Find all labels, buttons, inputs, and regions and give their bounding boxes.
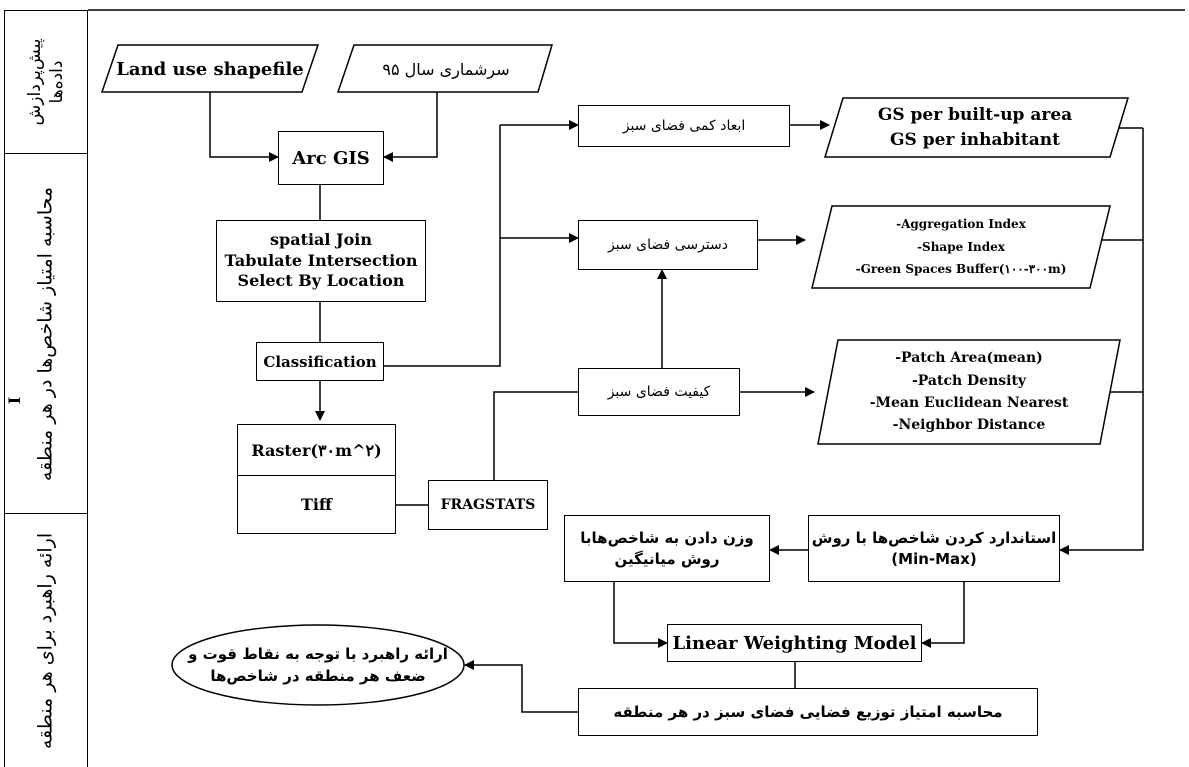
raster-label: Raster(۳۰m^۲) <box>251 440 382 460</box>
landuse-input: Land use shapefile <box>110 48 310 90</box>
access-output-line-2: -Shape Index <box>917 239 1005 254</box>
quant-output-shape <box>823 97 1130 158</box>
census-shape <box>336 44 554 93</box>
strategy-output: ارائه راهبرد با توجه به نقاط قوت و ضعف ه… <box>176 630 460 700</box>
quality-output-line-1: -Patch Area(mean) <box>895 350 1043 367</box>
quality-output-line-4: -Neighbor Distance <box>892 417 1046 434</box>
quant-dim-box: ابعاد کمی فضای سبز <box>578 105 790 147</box>
op-select-by-location: Select By Location <box>237 271 405 291</box>
weighting-box: وزن دادن به شاخص‌هابا روش میانیگین <box>564 515 770 582</box>
access-output-line-3: -Green Spaces Buffer(۱۰۰-۳۰۰m) <box>855 262 1067 277</box>
lwm-label: Linear Weighting Model <box>672 632 917 654</box>
arcgis-label: Arc GIS <box>292 147 370 169</box>
raster-top: Raster(۳۰m^۲) <box>238 425 395 476</box>
classification-label: Classification <box>263 352 377 371</box>
spatial-ops-box: spatial Join Tabulate Intersection Selec… <box>216 220 426 302</box>
quality-output-line-2: -Patch Density <box>911 372 1027 389</box>
strategy-ellipse <box>171 624 465 706</box>
standardize-box: استاندارد کردن شاخص‌ها با روش (Min-Max) <box>808 515 1060 582</box>
access-output: -Aggregation Index -Shape Index -Green S… <box>822 208 1100 286</box>
score-box: محاسبه امتیاز توزیع فضایی فضای سبز در هر… <box>578 688 1038 736</box>
standardize-line-1: استاندارد کردن شاخص‌ها با روش <box>811 528 1057 547</box>
tiff-label: Tiff <box>300 495 333 514</box>
fragstats-box: FRAGSTATS <box>428 480 548 530</box>
lane-strategy: ارائه راهبرد برای هر منطقه <box>4 513 88 767</box>
access-dim-box: دسترسی فضای سبز <box>578 220 758 270</box>
quality-output-line-3: -Mean Euclidean Nearest <box>869 395 1069 411</box>
op-spatial-join: spatial Join <box>270 229 372 249</box>
quality-output: -Patch Area(mean) -Patch Density -Mean E… <box>826 342 1112 442</box>
op-tabulate-intersection: Tabulate Intersection <box>224 250 418 270</box>
standardize-line-2: (Min-Max) <box>891 549 977 568</box>
access-output-line-1: -Aggregation Index <box>896 216 1026 231</box>
landuse-label: Land use shapefile <box>116 58 304 80</box>
census-label: سرشماری سال ۹۵ <box>382 59 510 79</box>
raster-bottom: Tiff <box>238 476 395 533</box>
quant-dim-label: ابعاد کمی فضای سبز <box>622 118 746 134</box>
weighting-line-2: روش میانیگین <box>614 549 720 568</box>
arcgis-box: Arc GIS <box>278 131 384 185</box>
score-label: محاسبه امتیاز توزیع فضایی فضای سبز در هر… <box>613 703 1003 721</box>
access-output-shape <box>811 205 1111 289</box>
classification-box: Classification <box>256 342 384 381</box>
quant-output-line-1: GS per built-up area <box>877 105 1073 126</box>
fragstats-label: FRAGSTATS <box>440 497 536 513</box>
strategy-line-1: ارائه راهبرد با توجه به نقاط قوت و <box>188 644 448 663</box>
quality-output-shape <box>817 339 1121 445</box>
census-input: سرشماری سال ۹۵ <box>346 48 546 90</box>
lwm-box: Linear Weighting Model <box>667 624 922 662</box>
weighting-line-1: وزن دادن به شاخص‌هابا <box>580 528 754 547</box>
quality-dim-box: کیفیت فضای سبز <box>578 368 740 416</box>
quality-dim-label: کیفیت فضای سبز <box>607 384 711 400</box>
quant-output-line-2: GS per inhabitant <box>890 130 1060 150</box>
landuse-shape <box>100 44 320 93</box>
quant-output: GS per built-up area GS per inhabitant <box>840 100 1110 156</box>
raster-box: Raster(۳۰m^۲) Tiff <box>237 424 396 534</box>
access-dim-label: دسترسی فضای سبز <box>608 237 728 253</box>
strategy-line-2: ضعف هر منطقه در شاخص‌ها <box>210 667 426 685</box>
